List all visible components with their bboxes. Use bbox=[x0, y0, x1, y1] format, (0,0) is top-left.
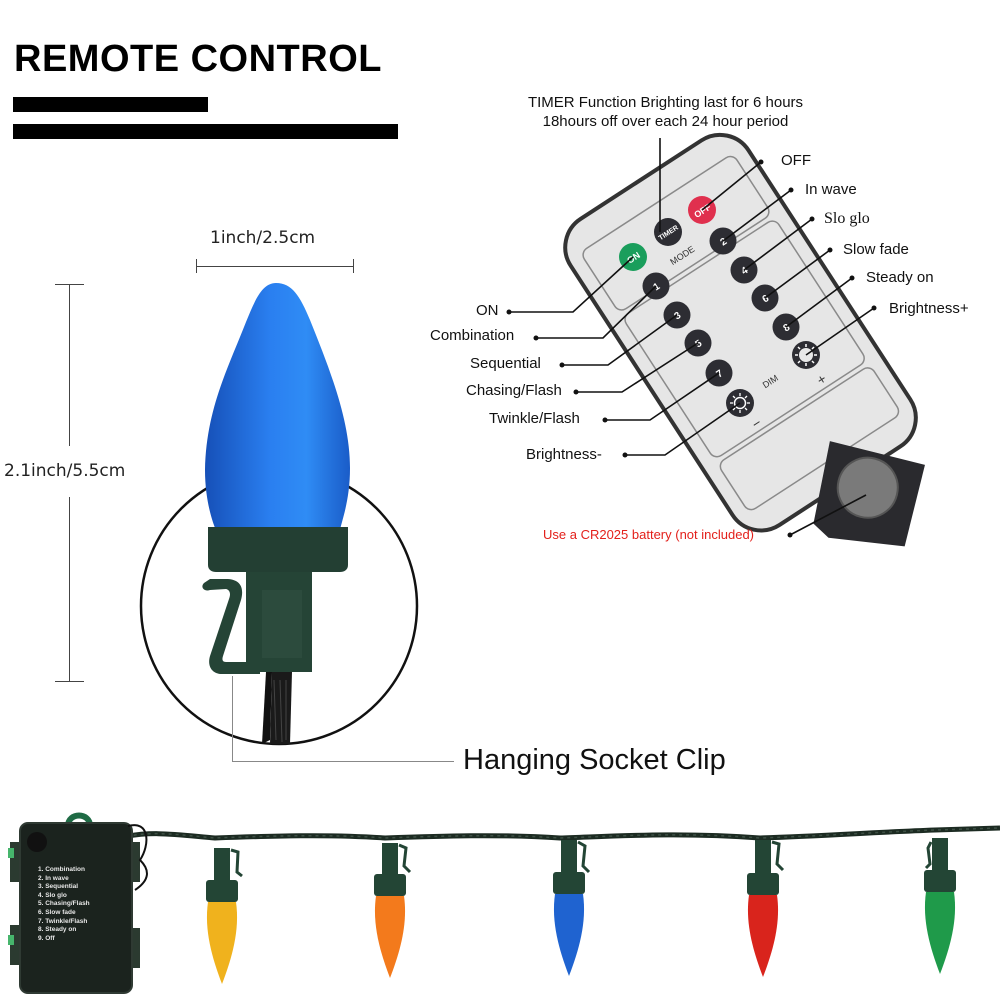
mode-item: 5. Chasing/Flash bbox=[38, 900, 90, 908]
width-dimension-line bbox=[196, 266, 354, 267]
timer-note-line-1: TIMER Function Brighting last for 6 hour… bbox=[527, 94, 804, 111]
label-twinkle-flash: Twinkle/Flash bbox=[489, 410, 580, 427]
label-off: OFF bbox=[781, 152, 811, 169]
string-lights-illustration bbox=[8, 812, 1000, 994]
timer-button bbox=[654, 218, 682, 246]
battery-box-mode-list: 1. Combination 2. In wave 3. Sequential … bbox=[38, 866, 90, 943]
battery-box bbox=[8, 812, 148, 994]
featured-bulb-illustration bbox=[139, 283, 419, 746]
height-dimension-label: 2.1inch/5.5cm bbox=[4, 461, 126, 481]
label-in-wave: In wave bbox=[805, 181, 857, 198]
socket-collar bbox=[208, 527, 348, 572]
title-underline-short bbox=[13, 97, 208, 112]
width-dimension-tick-right bbox=[353, 259, 354, 273]
callout-leader-vertical bbox=[232, 676, 233, 762]
mode-item: 3. Sequential bbox=[38, 883, 79, 891]
string-bulb-blue bbox=[553, 840, 591, 976]
hanging-socket-clip-label: Hanging Socket Clip bbox=[463, 744, 726, 776]
width-dimension-tick-left bbox=[196, 259, 197, 273]
mode-item: 9. Off bbox=[38, 934, 55, 942]
mode-item: 1. Combination bbox=[38, 866, 85, 873]
svg-text:6: 6 bbox=[760, 293, 771, 305]
mode-item: 7. Twinkle/Flash bbox=[38, 917, 88, 925]
hanging-clip bbox=[202, 579, 260, 674]
battery-note: Use a CR2025 battery (not included) bbox=[543, 527, 755, 542]
label-slo-glo: Slo glo bbox=[824, 210, 870, 227]
string-bulb-orange bbox=[374, 843, 412, 978]
light-string-wire bbox=[119, 825, 1000, 841]
string-bulb-green bbox=[924, 838, 956, 974]
mode-item: 4. Slo glo bbox=[38, 891, 67, 899]
mode-item: 2. In wave bbox=[38, 874, 69, 882]
label-combination: Combination bbox=[430, 327, 515, 344]
svg-text:4: 4 bbox=[739, 265, 750, 277]
callout-leader-horizontal bbox=[232, 761, 454, 762]
height-dimension-line-lower bbox=[69, 497, 70, 681]
mode-item: 6. Slow fade bbox=[38, 908, 76, 916]
label-brightness-minus: Brightness- bbox=[526, 446, 602, 463]
label-steady-on: Steady on bbox=[866, 269, 934, 286]
remote-control-illustration: ON TIMER OFF 1 2 3 4 5 6 7 8 MODE DIM + … bbox=[506, 132, 925, 547]
height-dimension-line-upper bbox=[69, 284, 70, 446]
height-dimension-tick-bottom bbox=[55, 681, 84, 682]
label-on: ON bbox=[476, 302, 499, 319]
mode-item: 8. Steady on bbox=[38, 926, 77, 934]
svg-text:7: 7 bbox=[714, 368, 725, 380]
title-underline-long bbox=[13, 124, 398, 139]
page-title: REMOTE CONTROL bbox=[14, 38, 382, 80]
svg-text:3: 3 bbox=[672, 310, 683, 322]
width-dimension-label: 1inch/2.5cm bbox=[210, 228, 316, 248]
string-bulb-yellow bbox=[206, 848, 243, 984]
label-chasing-flash: Chasing/Flash bbox=[466, 382, 562, 399]
svg-text:2: 2 bbox=[718, 236, 729, 248]
label-brightness-plus: Brightness+ bbox=[889, 300, 969, 317]
svg-text:8: 8 bbox=[781, 322, 792, 334]
label-sequential: Sequential bbox=[470, 355, 541, 372]
bulb-glass bbox=[205, 283, 350, 530]
svg-text:1: 1 bbox=[651, 281, 662, 293]
timer-function-note: TIMER Function Brighting last for 6 hour… bbox=[498, 93, 833, 131]
timer-note-line-2: 18hours off over each 24 hour period bbox=[542, 113, 789, 130]
label-slow-fade: Slow fade bbox=[843, 241, 909, 258]
string-bulb-red bbox=[747, 840, 785, 977]
svg-text:5: 5 bbox=[693, 338, 704, 350]
